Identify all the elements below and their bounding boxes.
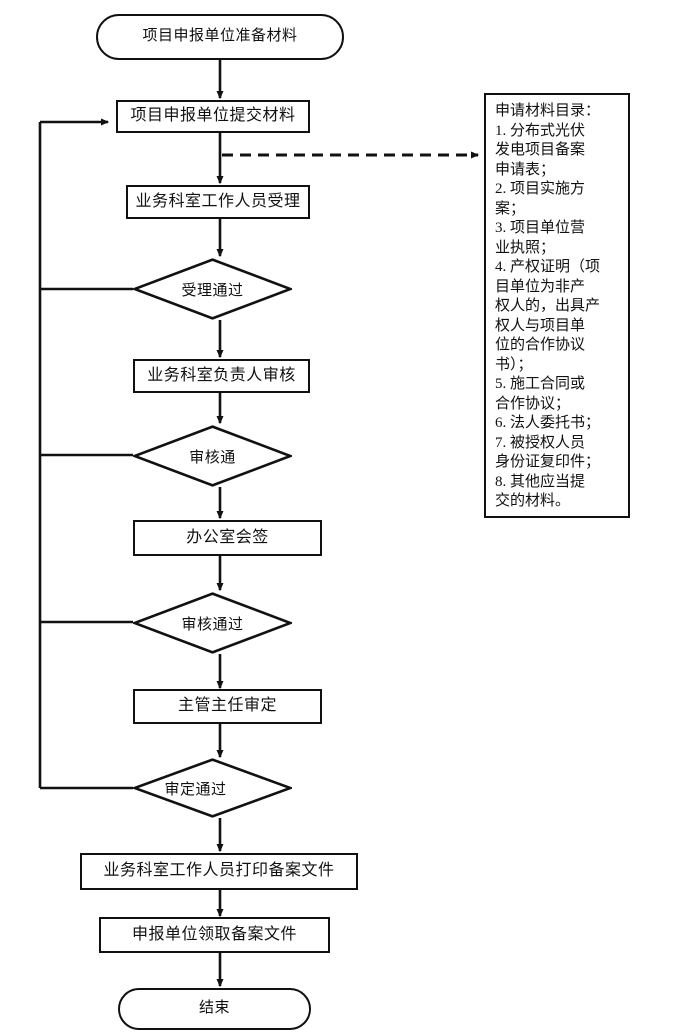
- node-print-file[interactable]: 业务科室工作人员打印备案文件: [80, 853, 358, 890]
- node-review-pass-1[interactable]: 审核通: [133, 425, 292, 487]
- note-line: 目单位为非产: [495, 278, 586, 295]
- note-line: 权人与项目单: [495, 317, 586, 334]
- note-line: 合作协议；: [495, 395, 571, 412]
- node-accept-staff-label: 业务科室工作人员受理: [135, 192, 301, 210]
- node-director-approve-label: 主管主任审定: [177, 697, 277, 715]
- node-review-pass-2-label: 审核通过: [181, 616, 244, 633]
- node-office-sign-label: 办公室会签: [186, 528, 269, 546]
- note-line: 8. 其他应当提: [495, 473, 586, 490]
- note-line: 申请表；: [495, 161, 556, 178]
- node-end[interactable]: 结束: [118, 988, 311, 1030]
- node-start-label: 项目申报单位准备材料: [142, 28, 298, 45]
- note-line: 发电项目备案: [495, 142, 586, 158]
- node-director-approve[interactable]: 主管主任审定: [133, 689, 322, 724]
- note-line: 6. 法人委托书；: [495, 415, 601, 431]
- note-line: 7. 被授权人员: [495, 434, 586, 451]
- note-line: 3. 项目单位营: [495, 220, 586, 236]
- node-accept-pass-label: 受理通过: [181, 282, 244, 299]
- note-line: 身份证复印件；: [495, 454, 601, 470]
- note-line: 书）；: [495, 356, 533, 373]
- note-line: 位的合作协议: [495, 337, 586, 353]
- node-end-label: 结束: [198, 1000, 230, 1017]
- node-collect-file[interactable]: 申报单位领取备案文件: [99, 917, 330, 953]
- node-start[interactable]: 项目申报单位准备材料: [96, 14, 344, 60]
- note-line: 申请材料目录：: [495, 103, 601, 119]
- node-leader-review-label: 业务科室负责人审核: [147, 366, 296, 384]
- node-review-pass-2[interactable]: 审核通过: [133, 592, 292, 654]
- node-print-file-label: 业务科室工作人员打印备案文件: [103, 862, 335, 880]
- node-submit-label: 项目申报单位提交材料: [130, 107, 296, 125]
- diamond-shape: [133, 425, 292, 487]
- node-leader-review[interactable]: 业务科室负责人审核: [133, 359, 310, 393]
- diamond-shape: [133, 592, 292, 654]
- node-review-pass-1-label: 审核通: [189, 449, 236, 466]
- note-line: 5. 施工合同或: [495, 376, 586, 392]
- node-accept-staff[interactable]: 业务科室工作人员受理: [126, 185, 310, 219]
- note-line: 4. 产权证明（项: [495, 259, 601, 275]
- diamond-shape: [133, 258, 292, 320]
- diamond-shape: [133, 758, 292, 818]
- node-submit[interactable]: 项目申报单位提交材料: [116, 100, 310, 133]
- node-office-sign[interactable]: 办公室会签: [133, 520, 322, 556]
- note-line: 交的材料。: [495, 493, 571, 509]
- node-approve-pass-label: 审定通过: [164, 781, 227, 798]
- note-material-list: 申请材料目录： 1. 分布式光伏 发电项目备案 申请表； 2. 项目实施方 案；…: [484, 93, 630, 518]
- node-collect-file-label: 申报单位领取备案文件: [131, 925, 297, 943]
- note-line: 案；: [495, 200, 526, 217]
- note-line: 2. 项目实施方: [495, 181, 586, 197]
- node-approve-pass[interactable]: 审定通过: [133, 758, 292, 818]
- node-accept-pass[interactable]: 受理通过: [133, 258, 292, 320]
- note-line: 1. 分布式光伏: [495, 122, 586, 139]
- note-line: 权人的，出具产: [495, 298, 601, 314]
- note-line: 业执照；: [495, 239, 556, 256]
